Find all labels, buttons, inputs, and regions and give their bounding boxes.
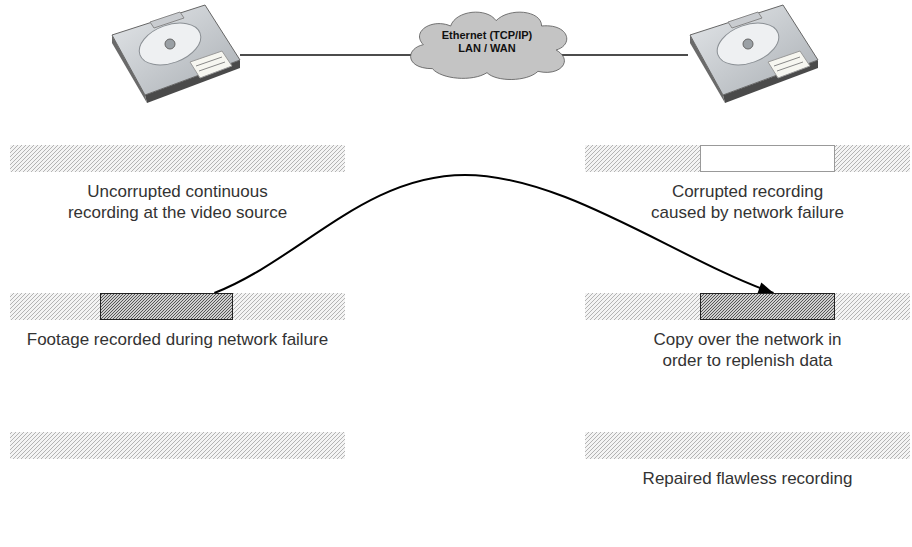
network-wire [545,54,688,56]
bar-caption: Repaired flawless recording [578,468,912,489]
recording-strip [585,432,910,459]
recording-bar: Copy over the network in order to replen… [585,293,910,320]
recording-bar: Uncorrupted continuous recording at the … [10,145,345,172]
network-wire [240,54,430,56]
network-cloud: Ethernet (TCP/IP) LAN / WAN [396,2,578,82]
recording-bar: Repaired flawless recording [585,432,910,459]
recording-strip [585,293,910,320]
bar-caption: Uncorrupted continuous recording at the … [8,181,348,223]
bar-caption: Corrupted recording caused by network fa… [578,181,912,223]
cloud-label: Ethernet (TCP/IP) LAN / WAN [431,29,543,55]
recording-strip [585,145,910,172]
recording-bar: Footage recorded during network failure [10,293,345,320]
recording-strip [10,293,345,320]
cloud-body: Ethernet (TCP/IP) LAN / WAN [396,2,578,82]
recording-bar: Corrupted recording caused by network fa… [585,145,910,172]
recording-strip [10,145,345,172]
recording-bar [10,432,345,459]
bar-caption: Footage recorded during network failure [8,329,348,350]
hard-drive [690,5,818,103]
hard-drive [112,5,240,103]
bar-caption: Copy over the network in order to replen… [578,329,912,371]
